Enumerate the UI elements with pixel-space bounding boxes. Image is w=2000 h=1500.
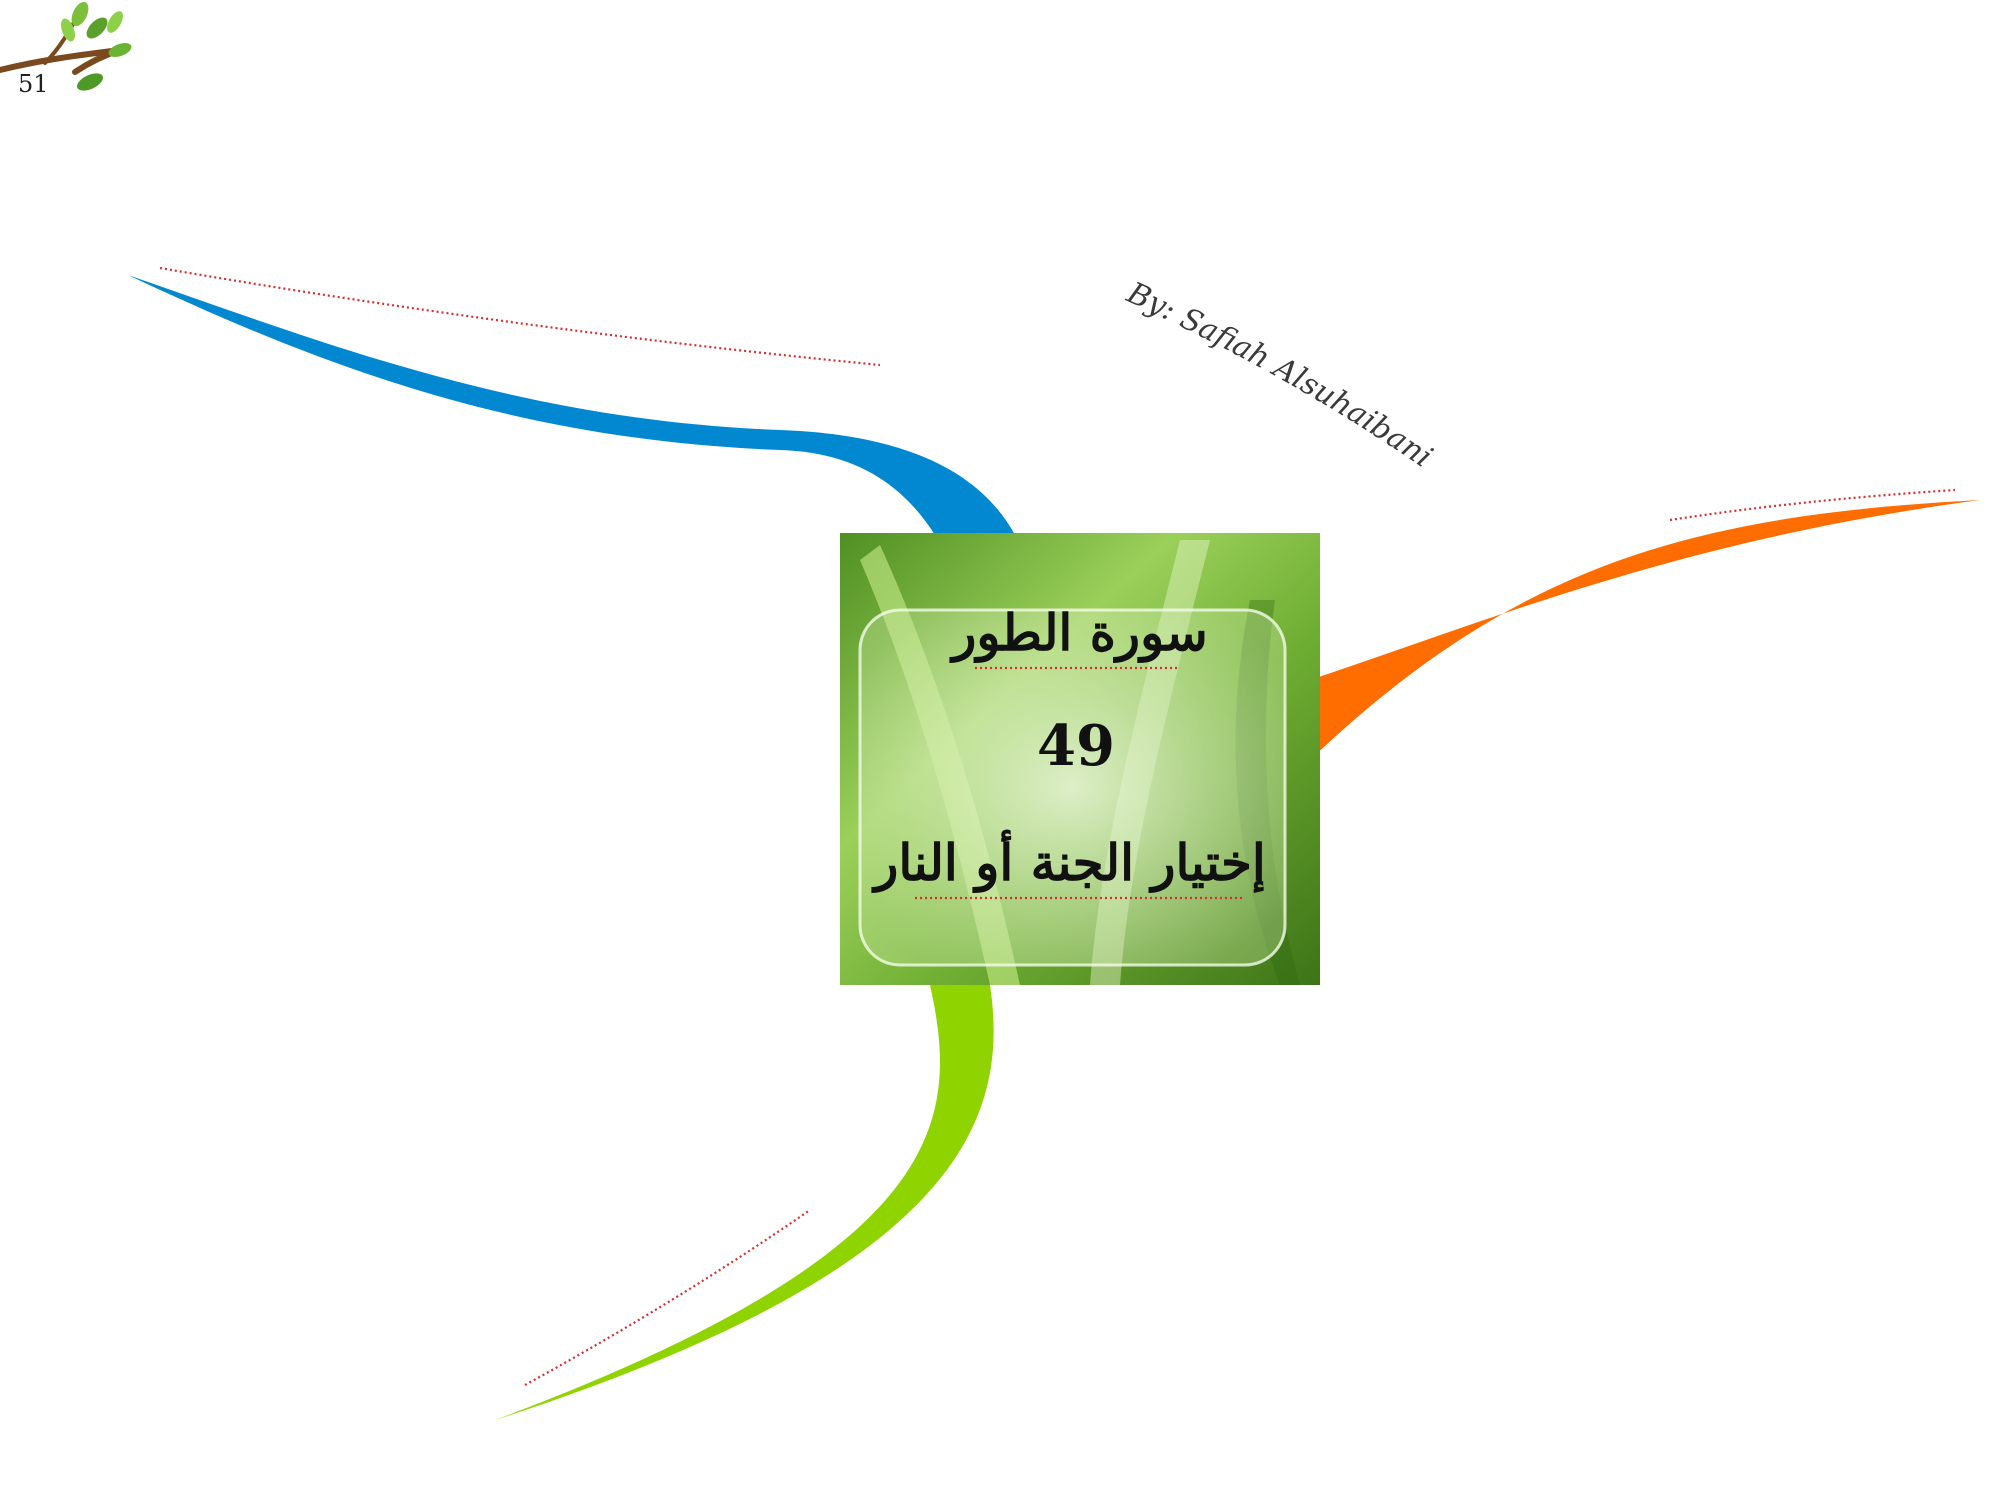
branch-right-label: توجيهات للرسول 48-49 <box>0 0 21 11</box>
center-card <box>858 608 1287 967</box>
branch-bottom-left-underline <box>524 1209 811 1386</box>
center-number: 49 <box>1037 713 1115 779</box>
center-title: سورة الطور <box>949 603 1208 663</box>
branch-right-ribbon <box>1310 500 1980 760</box>
center-subtitle: إختيار الجنة أو النار <box>871 829 1266 894</box>
branch-bottom-left-label: مناقشة عقيدة الكفار 29-47 <box>0 0 20 11</box>
author-label: By: Safiah Alsuhaibani <box>1121 275 1439 475</box>
page-number: 51 <box>18 70 49 98</box>
central-node: سورة الطور 49 إختيار الجنة أو النار <box>840 533 1320 985</box>
branch-top-left-ribbon <box>128 275 1015 535</box>
leaf-branch-icon: 51 <box>0 1 132 98</box>
branch-top-left-label: إثبات العذاب للمكذبين والنعيم للمتقين وأ… <box>0 0 21 11</box>
branch-bottom-left-ribbon <box>495 985 994 1420</box>
branch-top-left-underline <box>159 266 881 367</box>
